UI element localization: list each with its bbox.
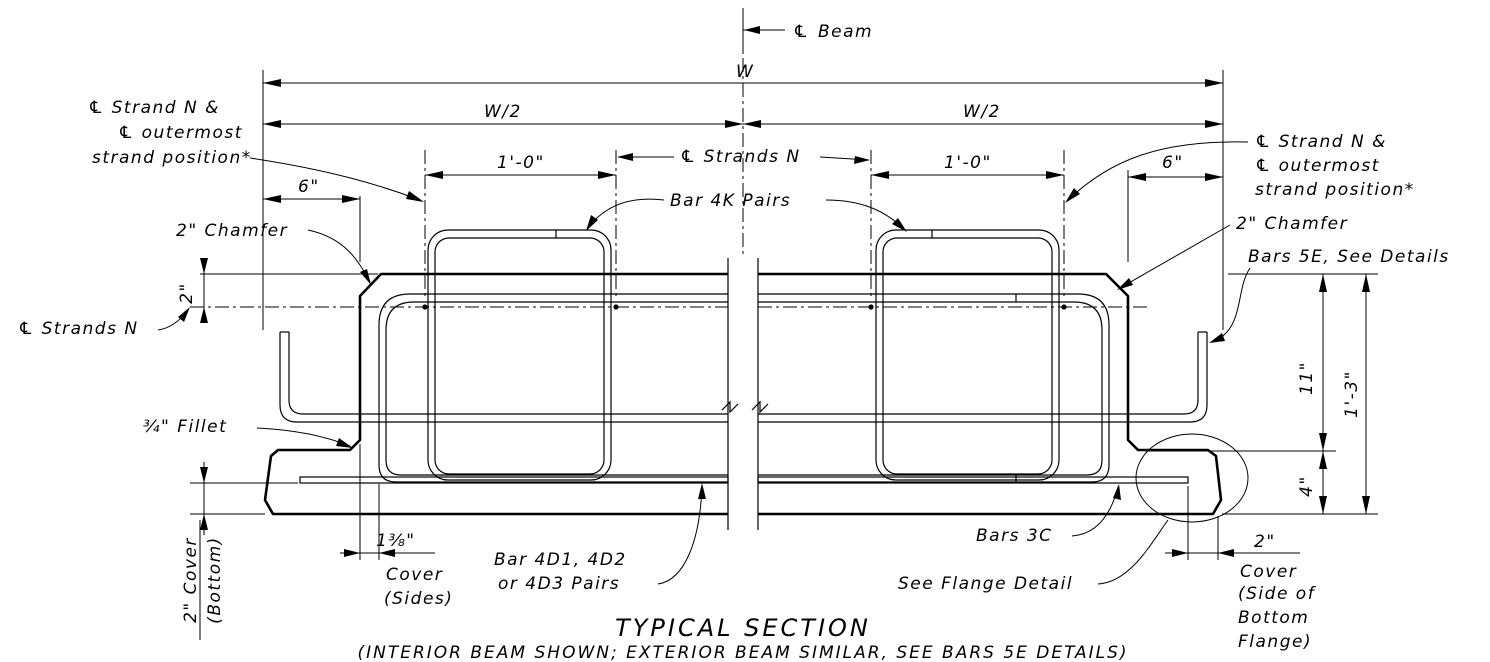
dim-6in-right-label: 6" <box>1162 153 1184 173</box>
strand-centerlines: 1'-0" 1'-0" <box>424 150 1065 300</box>
strand-note-left-line-1: ℄ Strand N & <box>88 98 220 118</box>
note-strands-n-left: ℄ Strands N <box>18 307 190 339</box>
flange-detail-circle <box>1135 433 1249 523</box>
dim-6in-left-label: 6" <box>298 177 320 197</box>
strand-row <box>190 304 1150 310</box>
note-strand-left: ℄ Strand N & ℄ outermost strand position… <box>88 98 424 202</box>
cover-bottom-label-1: 2" Cover <box>181 537 201 623</box>
bars-4d <box>378 293 1110 483</box>
dim-11in-label: 11" <box>1297 361 1317 395</box>
beam-centerline-label: Beam <box>818 22 873 42</box>
section-subtitle: (INTERIOR BEAM SHOWN; EXTERIOR BEAM SIMI… <box>357 643 1128 662</box>
width-dimensions: W W/2 W/2 <box>262 62 1224 330</box>
bars-3c-label: Bars 3C <box>976 526 1053 546</box>
dim-w-label: W <box>736 62 754 82</box>
note-bar-4k: Bar 4K Pairs <box>586 191 907 232</box>
dim-1ft3in-label: 1'-3" <box>1342 370 1362 418</box>
six-inch-dimensions: 6" 6" <box>263 153 1223 262</box>
strand-note-right-line-1: ℄ Strand N & <box>1255 132 1387 152</box>
dim-4in-label: 4" <box>1297 475 1317 497</box>
dim-1-3-8-label: 1⅜" <box>376 531 416 551</box>
beam-outline <box>263 258 1223 530</box>
beam-centerline-symbol: ℄ <box>793 22 810 42</box>
bar-4k-label: Bar 4K Pairs <box>670 191 791 211</box>
dim-w-half-right-label: W/2 <box>963 102 1001 122</box>
beam-centerline: ℄ Beam <box>742 8 873 258</box>
bottom-cover-dim: 2" Cover (Bottom) <box>181 462 298 640</box>
bar-4d-label-1: Bar 4D1, 4D2 <box>494 550 627 570</box>
side-cover-dim: 1⅜" Cover (Sides) <box>340 444 453 609</box>
chamfer-left-label: 2" Chamfer <box>176 221 288 241</box>
note-strand-right: ℄ Strand N & ℄ outermost strand position… <box>1065 132 1415 203</box>
bars-5e <box>279 331 1208 423</box>
chamfer-right-label: 2" Chamfer <box>1236 214 1348 234</box>
note-fillet: ¾" Fillet <box>143 417 353 448</box>
section-title: TYPICAL SECTION <box>615 614 871 642</box>
note-chamfer-left: 2" Chamfer <box>176 221 371 285</box>
strands-n-left-label: ℄ Strands N <box>18 319 139 339</box>
dim-w-half-left-label: W/2 <box>484 102 522 122</box>
note-bar-4d: Bar 4D1, 4D2 or 4D3 Pairs <box>494 483 706 594</box>
note-bars-3c: Bars 3C <box>976 484 1121 546</box>
note-strands-n-top: ℄ Strands N <box>617 147 870 167</box>
dim-1ft-right-label: 1'-0" <box>944 153 992 173</box>
dim-2in-vertical: 2" <box>177 258 378 323</box>
note-flange-detail: See Flange Detail <box>898 519 1169 594</box>
fillet-label: ¾" Fillet <box>143 417 227 437</box>
flange-detail-label: See Flange Detail <box>898 574 1073 594</box>
bars-5e-label: Bars 5E, See Details <box>1248 247 1450 267</box>
dim-2in-side-label: 2" <box>1254 532 1276 552</box>
strand-note-left-line-2: ℄ outermost <box>118 123 243 143</box>
bars-4k <box>427 229 1060 481</box>
cover-bottom-label-2: (Bottom) <box>205 536 225 624</box>
cover-side-label-1: Cover <box>1240 562 1297 582</box>
cover-side-label-2: (Side of <box>1238 584 1317 604</box>
cover-sides-label-1: Cover <box>386 565 443 585</box>
bar-4d-label-2: or 4D3 Pairs <box>498 574 620 594</box>
flange-side-cover-dim: 2" Cover (Side of Bottom Flange) <box>1165 486 1317 652</box>
strand-note-right-line-3: strand position* <box>1255 180 1415 200</box>
cover-side-label-4: Flange) <box>1238 632 1312 652</box>
strand-note-right-line-2: ℄ outermost <box>1255 156 1380 176</box>
strand-note-left-line-3: strand position* <box>92 148 252 168</box>
dim-1ft-left-label: 1'-0" <box>497 153 545 173</box>
note-chamfer-right: 2" Chamfer <box>1117 214 1348 290</box>
note-bars-5e: Bars 5E, See Details <box>1209 247 1450 343</box>
strands-n-top-label: ℄ Strands N <box>680 147 801 167</box>
cover-side-label-3: Bottom <box>1238 608 1309 628</box>
bars-3c <box>299 476 1189 484</box>
dim-2in-vert-label: 2" <box>177 282 197 304</box>
cover-sides-label-2: (Sides) <box>384 589 453 609</box>
vertical-dimensions-right: 11" 1'-3" 4" <box>1145 273 1378 515</box>
